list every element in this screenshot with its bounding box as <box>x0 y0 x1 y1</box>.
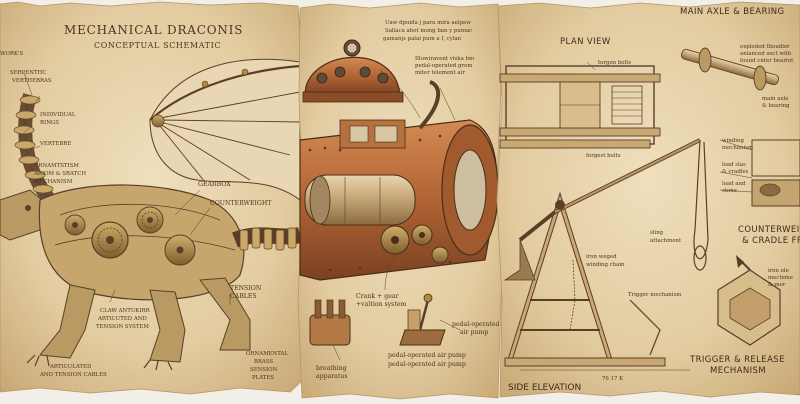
label-main-axle-1: main axle <box>762 96 788 102</box>
label-articulated-2: AND TENSION CABLES <box>39 372 107 378</box>
trigger-release-heading-2: MECHANISM <box>710 366 766 376</box>
label-vertebrae: VERTHEBRAS <box>11 78 52 84</box>
panel3-labels: torgen bolts forgest bolts sling attachm… <box>586 44 794 382</box>
label-counterweight: COUNTERWEIGHT <box>210 200 272 207</box>
label-winding-2: mechanism <box>722 145 753 151</box>
main-axle-drawing <box>681 47 779 91</box>
label-brass-4: PLATES <box>252 375 274 381</box>
label-crank-1: Crank + gear <box>356 293 399 300</box>
panel1-title: MECHANICAL DRACONIS <box>64 23 243 37</box>
panel-trebuchet: PLAN VIEW MAIN AXLE & BEARING <box>496 1 800 398</box>
label-pump-3: pedal-operated air pump <box>388 352 466 359</box>
dragon-gears <box>64 206 196 266</box>
label-works: WORK'S <box>0 51 24 57</box>
label-iron-ele-2: mecteme <box>768 275 793 281</box>
label-iron-1: iron weged <box>586 254 617 260</box>
label-note-3: gamanjs palai pum a f, cylan <box>383 36 462 42</box>
trigger-release-heading-1: TRIGGER & RELEASE <box>689 355 785 365</box>
label-pump-2: air pump <box>460 329 488 336</box>
panel2-leaders <box>332 69 461 361</box>
label-claw-3: TENSION SYSTEM <box>96 324 149 330</box>
label-lead-2: & cradles <box>722 169 749 175</box>
label-main-axle-2: & bearing <box>762 103 790 109</box>
label-note-6: miter telement air <box>415 70 465 76</box>
dragon-neck <box>0 93 56 241</box>
label-gearbox: GEARBOX <box>198 181 231 188</box>
label-dimension: 76 17 K <box>602 376 624 382</box>
label-tension-2: CABLES <box>230 293 257 300</box>
counterweight-heading: COUNTERWEI <box>738 225 800 235</box>
label-claw-1: CLAW ANTUKIRR <box>100 308 151 314</box>
label-winding-1: winding <box>722 138 744 144</box>
label-vertebre: VERTEBRE <box>39 141 71 147</box>
label-lead-1: lead slas <box>722 162 746 168</box>
label-ornamental-1: ORNAMTSTISM <box>34 163 79 169</box>
trigger-drawing <box>717 255 781 346</box>
label-tension-1: TENSION <box>230 285 262 292</box>
panel-dragon: MECHANICAL DRACONIS CONCEPTUAL SCHEMATIC <box>0 1 304 395</box>
dragon-wing <box>149 58 301 201</box>
main-axle-heading: MAIN AXLE & BEARING <box>680 7 784 17</box>
label-torgen-bolts: torgen bolts <box>598 60 631 66</box>
dragon-legs <box>26 277 251 371</box>
label-exploded-2: anlanced sect with <box>740 51 792 57</box>
label-iron-ele-1: iron ele <box>768 268 789 274</box>
label-pump-1: pedal-operated <box>452 321 499 328</box>
label-ornamental-3: MECHANISM <box>34 179 73 185</box>
plan-view-drawing <box>499 61 661 149</box>
label-individual: INDIVIDUAL <box>40 112 76 118</box>
label-brass-2: BRASS <box>254 359 274 365</box>
label-brass-3: SENSION <box>250 367 278 373</box>
label-brass-1: ORNAMENTAL <box>246 351 288 357</box>
label-crank-2: +valtion system <box>356 301 406 308</box>
side-elevation-heading: SIDE ELEVATION <box>508 383 581 393</box>
panel1-labels: WORK'S SERPENTHC VERTHEBRAS INDIVIDUAL R… <box>0 51 288 381</box>
label-breathing-2: apparatus <box>316 373 348 380</box>
counterweight-drawing <box>719 139 800 207</box>
label-iron-2: winding chain <box>586 262 625 268</box>
label-pump-4: pedal-operated air pump <box>388 361 466 368</box>
panel1-subtitle: CONCEPTUAL SCHEMATIC <box>94 41 221 50</box>
panel2-labels: Uaw dpuida j para mira aelpaw Sallaca ah… <box>316 20 499 380</box>
label-sling-2: attachment <box>650 238 682 244</box>
label-iron-ele-3: & mer <box>768 282 786 288</box>
pedal-air-pump <box>399 293 446 346</box>
label-note-4: Illuwiravent viska bm <box>415 56 474 62</box>
panel1-leaders <box>21 72 231 305</box>
label-note-5: pedal-operated grom <box>415 63 472 69</box>
label-exploded-3: found cnter bearint <box>740 58 794 64</box>
label-breathing-1: breathing <box>316 365 347 372</box>
label-sling-1: sling <box>650 230 664 236</box>
label-rings: RINGS <box>40 120 59 126</box>
breathing-apparatus <box>309 299 351 346</box>
label-articulated-1: ARTICULATED <box>49 364 92 370</box>
label-forgest-bolts: forgest bolts <box>586 153 621 159</box>
label-claw-2: ARTICUTED AND <box>97 316 147 322</box>
label-trigger-mechanism: Trigger mechanism <box>628 292 681 298</box>
cradle-frame-heading: & CRADLE FRA <box>742 236 800 246</box>
sub-hull <box>299 80 499 281</box>
plan-view-heading: PLAN VIEW <box>560 37 611 47</box>
label-exploded-1: exploded thoudier <box>740 44 790 50</box>
dragon-body <box>38 184 245 301</box>
dragon-tail <box>232 227 302 251</box>
label-lead-4: stone <box>722 188 737 194</box>
label-lead-3: lead and <box>722 181 746 187</box>
label-note-1: Uaw dpuida j para mira aelpaw <box>385 20 471 26</box>
diving-dome <box>302 39 404 103</box>
label-note-2: Sallaca ahot mong ban y pumac <box>385 28 472 34</box>
panel-submersible: Uaw dpuida j para mira aelpaw Sallaca ah… <box>297 2 503 400</box>
label-serpentine: SERPENTHC <box>10 70 46 76</box>
label-ornamental-2: ARIOM & SRATCH <box>33 171 86 177</box>
side-elevation-drawing <box>503 138 709 371</box>
